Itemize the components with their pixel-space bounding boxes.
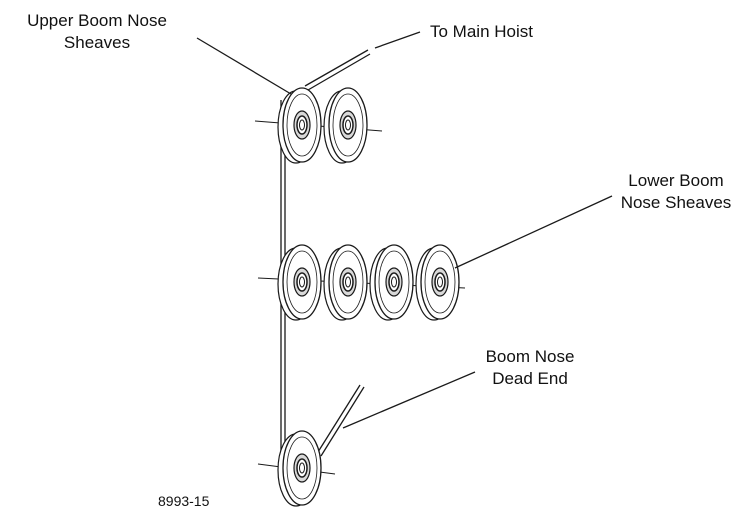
lower-sheave-2 (323, 244, 368, 321)
lower-sheave-1 (277, 244, 322, 321)
upper-sheave-1 (277, 87, 322, 164)
upper-sheave-2 (323, 87, 368, 164)
label-lower-boom-nose-sheaves: Lower Boom Nose Sheaves (606, 170, 746, 214)
label-lower-line-1: Lower Boom (628, 171, 724, 190)
label-to-main-hoist: To Main Hoist (430, 22, 533, 41)
leader-lines (196, 31, 613, 429)
lower-sheave-4 (415, 244, 460, 321)
leader-lower-sheaves (454, 195, 613, 269)
label-upper-boom-nose-sheaves: Upper Boom Nose Sheaves (12, 10, 182, 54)
figure-number: 8993-15 (158, 493, 210, 509)
label-upper-line-1: Upper Boom Nose (27, 11, 167, 30)
leader-upper-sheaves (196, 37, 292, 95)
label-boom-nose-dead-end: Boom Nose Dead End (470, 346, 590, 390)
lower-sheave-3 (369, 244, 414, 321)
label-upper-line-2: Sheaves (63, 33, 131, 52)
label-dead-end-line-1: Boom Nose (485, 347, 575, 366)
lower-sheave-group (257, 244, 466, 321)
upper-sheave-group (254, 87, 383, 164)
sheave-assemblies (254, 87, 466, 507)
dead-end-sheave-1 (277, 430, 322, 507)
leader-main-hoist (374, 31, 421, 49)
leader-dead-end (342, 371, 476, 429)
label-dead-end-line-2: Dead End (492, 369, 568, 388)
label-lower-line-2: Nose Sheaves (620, 193, 732, 212)
dead-end-sheave-group (257, 430, 336, 507)
